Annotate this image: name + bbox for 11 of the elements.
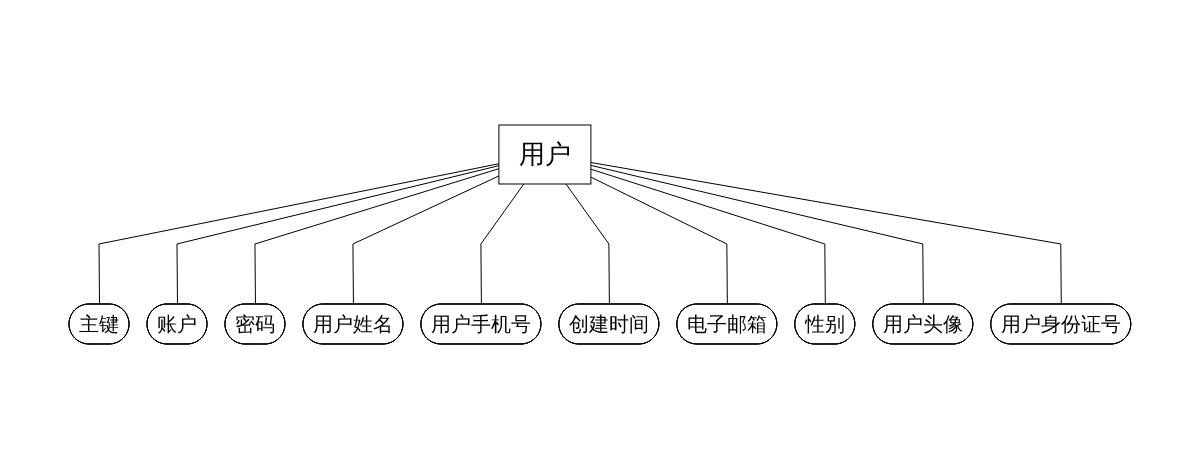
- connector: [590, 164, 924, 305]
- connector: [480, 183, 525, 305]
- connector: [590, 161, 1062, 305]
- node-box: 用户: [498, 124, 592, 184]
- connector: [590, 176, 728, 305]
- connector: [98, 162, 500, 305]
- connector: [590, 168, 826, 305]
- connector: [176, 164, 500, 305]
- connector: [254, 167, 500, 305]
- connector: [565, 183, 610, 305]
- connector: [352, 174, 500, 305]
